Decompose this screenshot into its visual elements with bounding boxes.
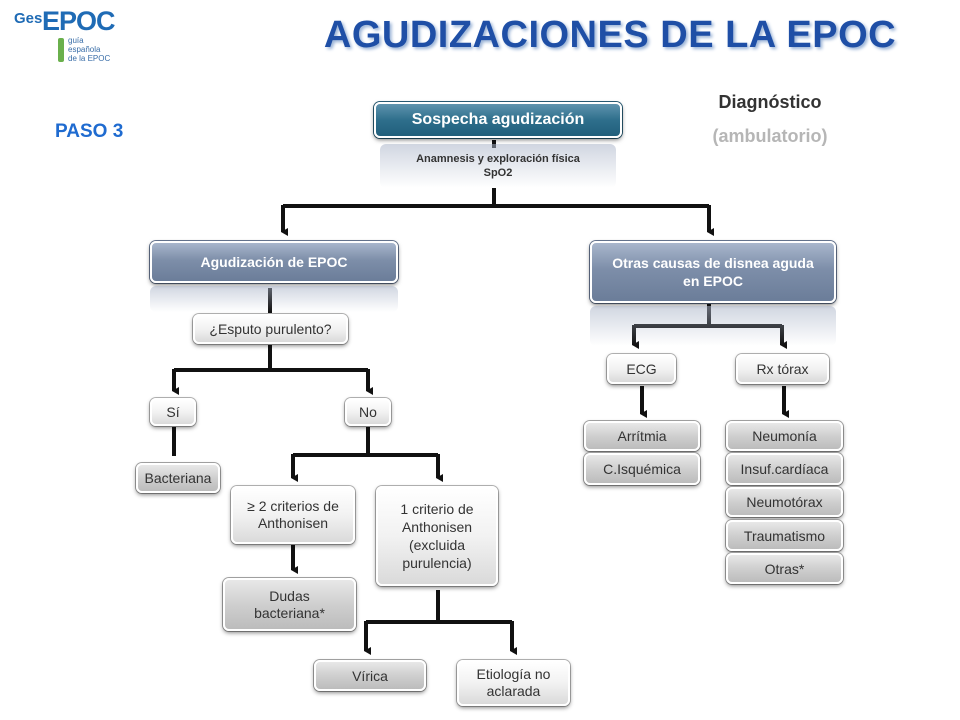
otras-causas-reflection — [590, 306, 836, 346]
node-sospecha-agudizacion: Sospecha agudización — [374, 102, 622, 138]
node-etiologia-label: Etiología no aclarada — [476, 666, 551, 699]
anamnesis-panel — [380, 144, 616, 188]
node-otras: Otras* — [726, 553, 843, 584]
logo-subtitle: guía española de la EPOC — [68, 36, 111, 63]
node-agudizacion-label: Agudización de EPOC — [200, 254, 348, 270]
node-dos-criterios-label: ≥ 2 criterios de Anthonisen — [247, 498, 339, 531]
node-arritmia-label: Arrítmia — [617, 428, 667, 444]
node-otras-causas: Otras causas de disnea aguda en EPOC — [590, 241, 836, 303]
node-sospecha-label: Sospecha agudización — [411, 111, 585, 128]
node-no-label: No — [359, 404, 377, 420]
node-otras-label: Otras* — [764, 560, 805, 577]
anamnesis-line-1: Anamnesis y exploración física — [416, 153, 580, 165]
node-anamnesis: Anamnesis y exploración física SpO2 — [380, 152, 616, 180]
node-rx-label: Rx tórax — [756, 361, 809, 377]
node-bacteriana-label: Bacteriana — [144, 470, 212, 486]
node-neumonia-label: Neumonía — [752, 428, 817, 444]
agudizacion-reflection — [150, 286, 398, 312]
diagnosis-subtitle: (ambulatorio) — [712, 126, 828, 146]
node-bacteriana: Bacteriana — [136, 463, 220, 493]
node-dudas-label: Dudas bacteriana* — [254, 587, 325, 621]
node-un-criterio: 1 criterio de Anthonisen (excluida purul… — [376, 486, 498, 586]
diagnosis-title: Diagnóstico — [718, 92, 822, 112]
node-neumotorax-label: Neumotórax — [746, 494, 823, 510]
anamnesis-line-2: SpO2 — [483, 167, 513, 179]
node-ecg: ECG — [607, 354, 676, 384]
node-si: Sí — [150, 398, 196, 426]
node-si-label: Sí — [166, 404, 180, 420]
node-ecg-label: ECG — [626, 361, 657, 377]
node-arritmia: Arrítmia — [584, 421, 700, 451]
node-traumatismo: Traumatismo — [726, 520, 843, 551]
node-esputo-label: ¿Esputo purulento? — [209, 321, 332, 337]
node-no: No — [345, 398, 391, 426]
node-virica-label: Vírica — [352, 667, 388, 684]
step-label: PASO 3 — [55, 121, 124, 142]
logo-epoc: EPOC — [42, 6, 116, 36]
node-otras-causas-label: Otras causas de disnea aguda en EPOC — [612, 255, 814, 289]
logo-mark — [58, 38, 64, 62]
node-traumatismo-label: Traumatismo — [743, 527, 826, 544]
node-isquemica: C.Isquémica — [584, 453, 700, 485]
node-neumotorax: Neumotórax — [726, 487, 843, 517]
node-insuf-label: Insuf.cardíaca — [740, 461, 829, 477]
node-esputo-purulento: ¿Esputo purulento? — [193, 314, 348, 344]
node-etiologia: Etiología no aclarada — [457, 660, 570, 706]
node-neumonia: Neumonía — [726, 421, 843, 451]
node-agudizacion-epoc: Agudización de EPOC — [150, 241, 398, 283]
node-un-criterio-label: 1 criterio de Anthonisen (excluida purul… — [400, 501, 474, 571]
node-rx-torax: Rx tórax — [736, 354, 829, 384]
node-dudas-bacteriana: Dudas bacteriana* — [223, 578, 356, 631]
gesepoc-logo: Ges EPOC guía española de la EPOC — [12, 4, 132, 74]
node-isquemica-label: C.Isquémica — [603, 461, 681, 477]
node-insuf-cardiaca: Insuf.cardíaca — [726, 453, 843, 485]
page-title: AGUDIZACIONES DE LA EPOC — [323, 14, 897, 56]
logo-ges: Ges — [14, 10, 43, 27]
node-virica: Vírica — [314, 660, 426, 691]
node-dos-criterios: ≥ 2 criterios de Anthonisen — [231, 486, 355, 544]
